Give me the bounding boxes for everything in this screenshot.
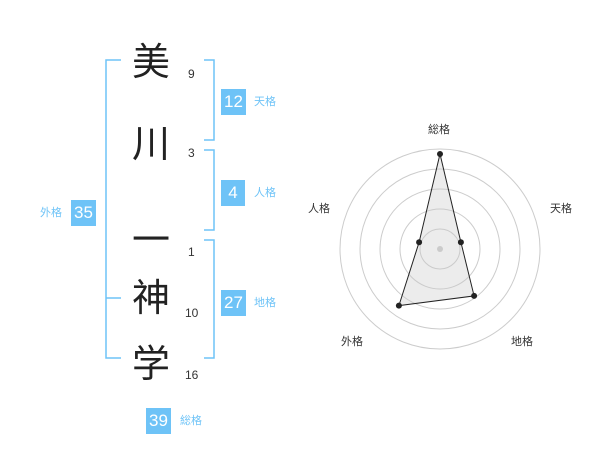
name-char-4: 神 <box>131 276 170 320</box>
stroke-count-5: 16 <box>185 368 199 382</box>
radar-point-2 <box>471 292 478 299</box>
jinkaku-bracket <box>204 149 215 231</box>
soukaku-label: 総格 <box>180 414 202 427</box>
stroke-count-3: 1 <box>188 245 195 259</box>
name-char-5: 学 <box>131 342 170 386</box>
name-char-1: 美 <box>131 40 170 84</box>
radar-label-soukaku: 総格 <box>428 123 450 136</box>
name-char-2: 川 <box>131 122 170 166</box>
chikaku-badge: 27 <box>221 290 246 316</box>
jinkaku-label: 人格 <box>254 186 276 199</box>
chikaku-bracket <box>204 239 215 359</box>
stroke-count-2: 3 <box>188 146 195 160</box>
tenkaku-label: 天格 <box>254 95 276 108</box>
radar-point-3 <box>395 302 402 309</box>
radar-ring-2 <box>399 208 481 290</box>
name-char-3: 一 <box>131 218 170 262</box>
soukaku-badge: 39 <box>146 408 171 434</box>
radar-ring-3 <box>379 188 501 310</box>
radar-polygon <box>398 153 475 307</box>
radar-ring-5 <box>339 148 541 350</box>
radar-chart <box>339 148 541 350</box>
stroke-count-1: 9 <box>188 67 195 81</box>
gaikaku-label: 外格 <box>40 206 62 219</box>
radar-label-tenkaku: 天格 <box>550 202 572 215</box>
gaikaku-bracket <box>105 59 121 359</box>
radar-ring-1 <box>419 228 461 270</box>
radar-point-1 <box>457 239 464 246</box>
tenkaku-bracket <box>204 59 215 141</box>
chikaku-label: 地格 <box>254 296 276 309</box>
gaikaku-badge: 35 <box>71 200 96 226</box>
radar-label-gaikaku: 外格 <box>341 335 363 348</box>
radar-point-4 <box>416 239 423 246</box>
radar-center <box>437 246 443 252</box>
radar-label-jinkaku: 人格 <box>308 202 330 215</box>
tenkaku-badge: 12 <box>221 89 246 115</box>
radar-ring-4 <box>359 168 521 330</box>
jinkaku-badge: 4 <box>221 180 245 206</box>
stroke-count-4: 10 <box>185 306 199 320</box>
radar-label-chikaku: 地格 <box>511 335 533 348</box>
radar-point-0 <box>437 151 443 157</box>
